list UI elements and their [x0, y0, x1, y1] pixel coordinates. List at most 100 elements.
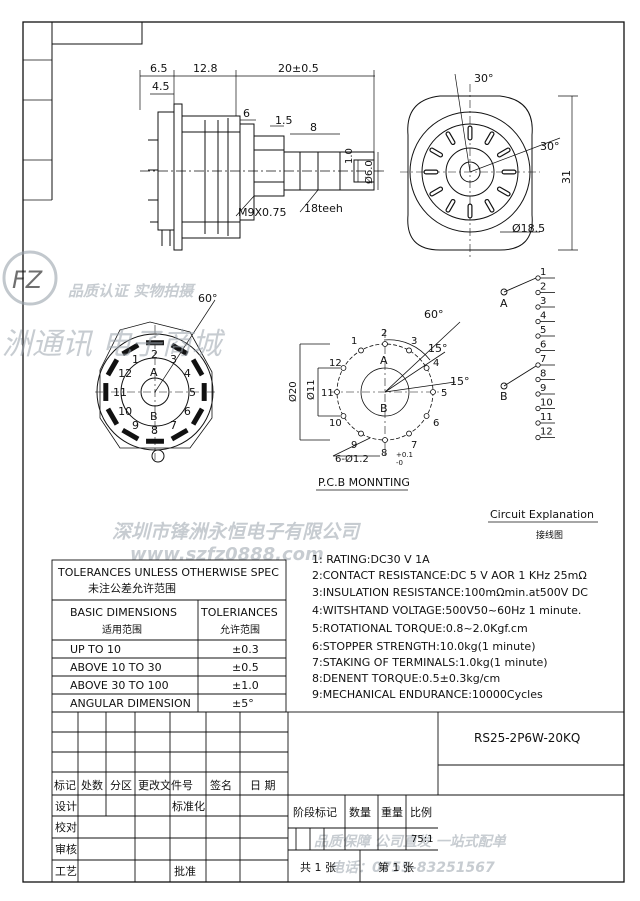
tol-row-2-tol: ±1.0 [232, 679, 259, 692]
spec-8: 8:DENENT TORQUE:0.5±0.3kg/cm [312, 672, 500, 685]
pcb-pole-a: A [380, 354, 388, 367]
terminal-segment [105, 358, 120, 377]
circuit-terminal-number: 8 [540, 369, 546, 380]
terminal-number: 2 [151, 348, 158, 361]
pcb-hole-tol-bottom: -0 [396, 459, 403, 467]
tol-header-cn: 未注公差允许范围 [88, 581, 176, 595]
terminal-number: 9 [132, 419, 139, 432]
terminal-segment [190, 358, 205, 377]
dim-1-5: 1.5 [275, 114, 293, 127]
spec-6: 6:STOPPER STRENGTH:10.0kg(1 minute) [312, 640, 536, 653]
terminal-angle: 60° [198, 292, 218, 305]
pcb-angle-15b: 15° [450, 375, 470, 388]
circuit-terminal-number: 11 [540, 412, 553, 423]
terminal-segment [105, 407, 120, 426]
tolerance-table [51, 559, 287, 713]
thread-label: M9X0.75 [238, 206, 287, 219]
pcb-hole-number: 6 [433, 418, 439, 429]
tol-row-3-tol: ±5° [232, 697, 254, 710]
terminal-segment [121, 342, 140, 357]
dim-6-5: 6.5 [150, 62, 168, 75]
terminal-number: 10 [118, 405, 132, 418]
pcb-hole-number: 8 [381, 448, 387, 459]
tol-row-0-range: UP TO 10 [70, 643, 121, 656]
spec-1: 1: RATING:DC30 V 1A [312, 553, 430, 566]
circuit-terminal-number: 12 [540, 427, 553, 438]
terminal-segment [170, 427, 189, 442]
terminal-segment [121, 427, 140, 442]
terminal-view [95, 299, 216, 463]
terminal-number: 1 [132, 353, 139, 366]
tb-check: 校对 [55, 820, 77, 834]
svg-text:FZ: FZ [12, 266, 43, 294]
dim-4-5: 4.5 [152, 80, 170, 93]
tol-row-2-range: ABOVE 30 TO 100 [70, 679, 169, 692]
pcb-hole-tol-top: +0.1 [396, 451, 413, 459]
tb-design: 设计 [55, 800, 77, 813]
pcb-hole-number: 11 [321, 388, 334, 399]
spec-5: 5:ROTATIONAL TORQUE:0.8~2.0Kgf.cm [312, 622, 528, 635]
side-slot-inner [446, 200, 455, 212]
tol-col-tol-en: TOLERIANCES [200, 606, 278, 619]
tb-stage-mark: 阶段标记 [293, 805, 337, 819]
rev-header-2: 分区 [110, 779, 132, 792]
left-margin-boxes [23, 59, 52, 201]
dim-12-8: 12.8 [193, 62, 218, 75]
dim-8: 8 [310, 121, 317, 134]
side-slot-inner [446, 132, 455, 144]
tol-row-0-tol: ±0.3 [232, 643, 259, 656]
tol-col-basic-en: BASIC DIMENSIONS [70, 606, 177, 619]
pcb-hole-number: 3 [411, 336, 417, 347]
terminal-number: 12 [118, 367, 132, 380]
spec-2: 2:CONTACT RESISTANCE:DC 5 V AOR 1 KHz 25… [312, 569, 587, 582]
pcb-dia-20: Ø20 [287, 381, 299, 402]
pcb-hole-number: 10 [329, 418, 342, 429]
rev-header-1: 处数 [81, 779, 103, 792]
tb-scale-value: 75:1 [411, 834, 433, 845]
pcb-hole [406, 347, 412, 354]
pcb-hole [423, 413, 430, 419]
terminal-segment [170, 342, 189, 357]
terminal-number: 4 [184, 367, 191, 380]
spec-9: 9:MECHANICAL ENDURANCE:10000Cycles [312, 688, 543, 701]
teeth-label: 18teeh [304, 202, 343, 215]
pcb-hole-number: 12 [329, 358, 342, 369]
terminal-number: 7 [170, 419, 177, 432]
circuit-terminal-number: 1 [540, 267, 546, 278]
circuit-pole-b: B [500, 390, 508, 403]
tb-sheet-no: 第 1 张 [378, 860, 414, 874]
circuit-terminal-number: 5 [540, 325, 546, 336]
title-block [51, 711, 625, 883]
tb-standard: 标准化 [172, 799, 205, 813]
watermark-company-full: 深圳市锋洲永恒电子有限公司 [112, 521, 362, 543]
pcb-angle-15a: 15° [428, 342, 448, 355]
pcb-title: P.C.B MONNTING [318, 476, 410, 489]
circuit-diagram [500, 277, 537, 390]
circuit-terminal-number: 3 [540, 296, 546, 307]
rev-header-3: 更改文件号 [138, 778, 193, 792]
rev-header-0: 标记 [54, 778, 76, 792]
side-slot-inner [498, 187, 510, 196]
terminal-number: 11 [113, 386, 127, 399]
tol-row-3-range: ANGULAR DIMENSION [70, 697, 191, 710]
pcb-hole [334, 389, 340, 395]
circuit-terminal-number: 6 [540, 340, 546, 351]
tb-approve: 批准 [174, 864, 196, 878]
pcb-hole-number: 4 [433, 358, 439, 369]
pcb-dia-11: Ø11 [305, 379, 317, 400]
front-view [140, 103, 385, 251]
side-diameter: Ø18.5 [512, 222, 545, 235]
pcb-angle-60: 60° [424, 308, 444, 321]
circuit-pole-a: A [500, 297, 508, 310]
circuit-title: Circuit Explanation [490, 508, 594, 521]
dim-20: 20±0.5 [278, 62, 319, 75]
side-slot-inner [498, 148, 510, 157]
watermark-quality-photo: 品质认证 实物拍摄 [68, 282, 196, 300]
tb-total-sheets: 共 1 张 [300, 861, 336, 874]
circuit-terminal-number: 10 [540, 398, 553, 409]
side-height: 31 [560, 170, 573, 184]
tol-col-tol-cn: 允许范围 [220, 623, 260, 636]
